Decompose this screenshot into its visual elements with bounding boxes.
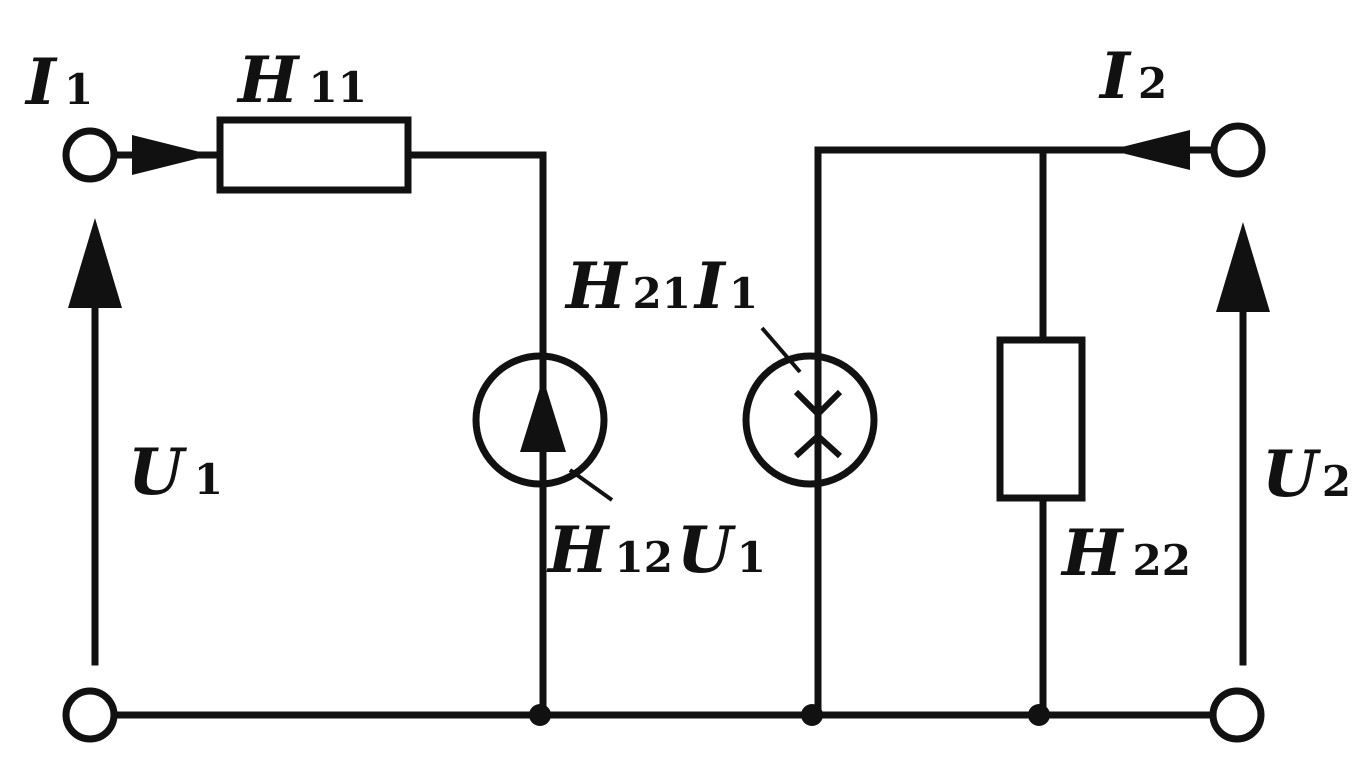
u2-voltage-arrow [1216, 222, 1270, 666]
junction-node [529, 704, 551, 726]
junction-node [801, 704, 823, 726]
junction-node [1028, 704, 1050, 726]
h12u1-leader-line [568, 468, 614, 502]
u1-voltage-arrow [68, 218, 122, 666]
h21i1-current-source [742, 352, 878, 488]
i2-current-arrow-icon [1110, 130, 1190, 170]
chevron-up-icon [793, 431, 843, 459]
h11-impedance [216, 116, 412, 194]
output-terminal-bottom [1209, 687, 1265, 743]
label-u2: U2 [1262, 437, 1351, 512]
input-terminal-top [62, 127, 118, 183]
input-terminal-bottom [62, 687, 118, 743]
h22-admittance [996, 336, 1086, 502]
arrow-up-icon [68, 218, 122, 308]
h12u1-voltage-source [472, 352, 608, 488]
output-terminal-top [1210, 122, 1266, 178]
i1-current-arrow-icon [132, 135, 212, 175]
arrow-up-icon [1216, 222, 1270, 312]
chevron-down-icon [793, 389, 843, 419]
wire-h11-to-node [404, 151, 547, 719]
arrow-up-icon [520, 378, 566, 452]
h21i1-leader-line [760, 326, 802, 374]
